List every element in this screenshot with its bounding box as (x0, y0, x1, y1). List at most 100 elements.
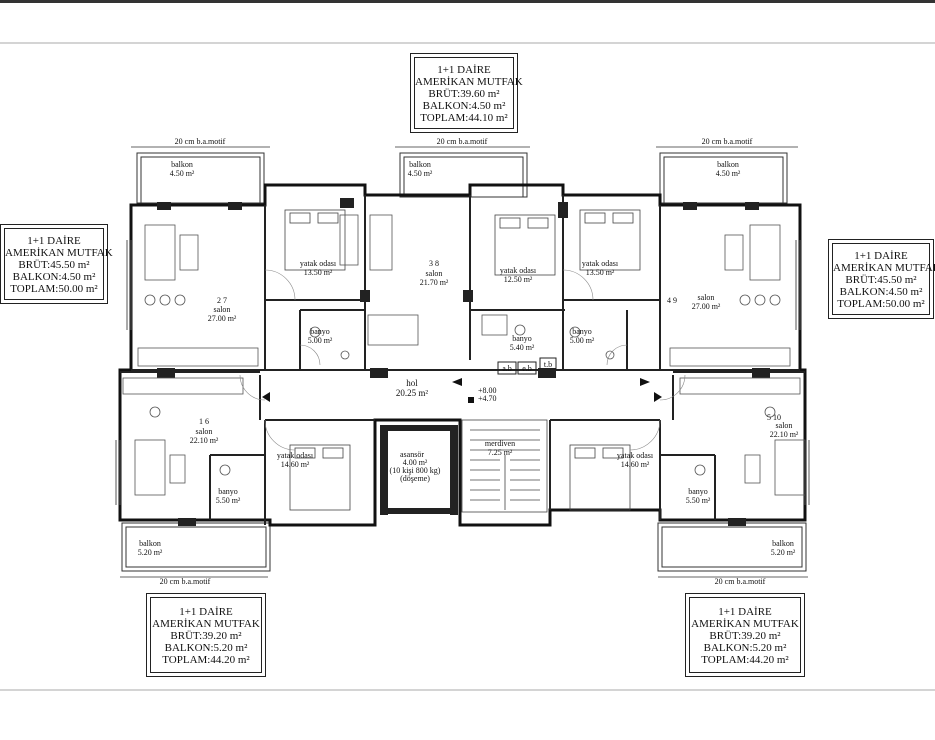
yatak-tl-area: 13.50 m² (304, 268, 333, 277)
unit-bl-gross: BRÜT:39.20 m² (170, 630, 242, 642)
unit-right-gross: BRÜT:45.50 m² (845, 274, 917, 286)
banyo-tc-name: banyo (512, 334, 532, 343)
salon-38-num: 3 8 (429, 259, 439, 268)
salon-49-num: 4 9 (667, 296, 677, 305)
windows (115, 240, 810, 505)
unit-info-bottom-right: 1+1 DAİRE AMERİKAN MUTFAK BRÜT:39.20 m² … (685, 593, 805, 677)
room-labels: balkon 4.50 m² balkon 4.50 m² balkon 4.5… (138, 160, 799, 557)
yatak-bl-name: yatak odası (277, 451, 314, 460)
shaft-tb-label: t.b (544, 360, 552, 369)
yatak-tr-area: 13.50 m² (586, 268, 615, 277)
banyo-br-name: banyo (688, 487, 708, 496)
unit-left-kitchen: AMERİKAN MUTFAK (5, 247, 113, 259)
salon-27-num: 2 7 (217, 296, 227, 305)
unit-br-kitchen: AMERİKAN MUTFAK (691, 618, 799, 630)
entry-arrows (262, 378, 662, 402)
hol-area: 20.25 m² (396, 388, 429, 398)
unit-top-balcony: BALKON:4.50 m² (422, 100, 506, 112)
banyo-tr-name: banyo (572, 327, 592, 336)
unit-info-top: 1+1 DAİRE AMERİKAN MUTFAK BRÜT:39.60 m² … (410, 53, 523, 133)
balkon-tr-name: balkon (717, 160, 739, 169)
level-lower: +4.70 (478, 394, 497, 403)
unit-left-balcony: BALKON:4.50 m² (12, 271, 96, 283)
level-upper: +8.00 (478, 386, 497, 395)
unit-bl-total: TOPLAM:44.20 m² (162, 654, 250, 666)
unit-bl-kitchen: AMERİKAN MUTFAK (152, 618, 260, 630)
yatak-tc-area: 12.50 m² (504, 275, 533, 284)
unit-br-balcony: BALKON:5.20 m² (703, 642, 787, 654)
top-border-strip (0, 0, 935, 3)
banyo-bl-area: 5.50 m² (216, 496, 241, 505)
balkon-tr-area: 4.50 m² (716, 169, 741, 178)
merdiven-name: merdiven (485, 439, 515, 448)
asansor-area: 4.00 m² (403, 458, 428, 467)
yatak-tl-name: yatak odası (300, 259, 337, 268)
motif-dimension-lines (120, 146, 808, 578)
balkon-tl-name: balkon (171, 160, 193, 169)
balkon-tc-area: 4.50 m² (408, 169, 433, 178)
salon-510-num: 5 10 (767, 413, 781, 422)
salon-510-area: 22.10 m² (770, 430, 799, 439)
salon-49-name: salon (698, 293, 715, 302)
banyo-bl-name: banyo (218, 487, 238, 496)
banyo-tl-name: banyo (310, 327, 330, 336)
unit-top-kitchen: AMERİKAN MUTFAK (415, 76, 523, 88)
bath-fixtures (219, 314, 706, 476)
furniture (122, 214, 806, 496)
yatak-tr-name: yatak odası (582, 259, 619, 268)
salon-38-area: 21.70 m² (420, 278, 449, 287)
shaft-eb-label: e.b (522, 364, 532, 373)
interior-walls (120, 195, 805, 525)
hol-name: hol (406, 378, 418, 388)
unit-right-type: 1+1 DAİRE (854, 250, 908, 262)
balkon-br-name: balkon (772, 539, 794, 548)
yatak-br-name: yatak odası (617, 451, 654, 460)
unit-left-gross: BRÜT:45.50 m² (18, 259, 90, 271)
unit-right-balcony: BALKON:4.50 m² (839, 286, 923, 298)
unit-info-left: 1+1 DAİRE AMERİKAN MUTFAK BRÜT:45.50 m² … (0, 224, 113, 304)
banyo-br-area: 5.50 m² (686, 496, 711, 505)
structural-columns (157, 198, 770, 526)
motif-label-bottom-left: 20 cm b.a.motif (160, 577, 211, 586)
motif-label-bottom-right: 20 cm b.a.motif (715, 577, 766, 586)
salon-27-area: 27.00 m² (208, 314, 237, 323)
banyo-tl-area: 5.00 m² (308, 336, 333, 345)
level-marker (468, 397, 474, 403)
balkon-tl-area: 4.50 m² (170, 169, 195, 178)
exterior-walls (118, 183, 807, 527)
yatak-br-area: 14.60 m² (621, 460, 650, 469)
salon-16-area: 22.10 m² (190, 436, 219, 445)
balkon-bl-name: balkon (139, 539, 161, 548)
salon-38-name: salon (426, 269, 443, 278)
asansor-name: asansör (400, 450, 424, 459)
balkon-br-area: 5.20 m² (771, 548, 796, 557)
yatak-bl-area: 14.60 m² (281, 460, 310, 469)
shaft-ab-label: a.b (502, 364, 512, 373)
door-swings (239, 269, 686, 451)
balconies (121, 152, 807, 572)
unit-info-bottom-left: 1+1 DAİRE AMERİKAN MUTFAK BRÜT:39.20 m² … (146, 593, 266, 677)
stairs (461, 419, 548, 513)
unit-bl-type: 1+1 DAİRE (179, 606, 233, 618)
unit-left-total: TOPLAM:50.00 m² (10, 283, 98, 295)
salon-49-area: 27.00 m² (692, 302, 721, 311)
unit-top-type: 1+1 DAİRE (437, 64, 491, 76)
unit-top-gross: BRÜT:39.60 m² (428, 88, 500, 100)
unit-left-type: 1+1 DAİRE (27, 235, 81, 247)
yatak-tc-name: yatak odası (500, 266, 537, 275)
beds (284, 209, 641, 511)
salon-16-name: salon (196, 427, 213, 436)
unit-right-total: TOPLAM:50.00 m² (837, 298, 925, 310)
motif-label-top-left: 20 cm b.a.motif (175, 137, 226, 146)
unit-br-total: TOPLAM:44.20 m² (701, 654, 789, 666)
balkon-tc-name: balkon (409, 160, 431, 169)
motif-label-top-right: 20 cm b.a.motif (702, 137, 753, 146)
unit-right-kitchen: AMERİKAN MUTFAK (833, 262, 935, 274)
salon-27-name: salon (214, 305, 231, 314)
unit-br-gross: BRÜT:39.20 m² (709, 630, 781, 642)
unit-bl-balcony: BALKON:5.20 m² (164, 642, 248, 654)
unit-br-type: 1+1 DAİRE (718, 606, 772, 618)
salon-16-num: 1 6 (199, 417, 209, 426)
